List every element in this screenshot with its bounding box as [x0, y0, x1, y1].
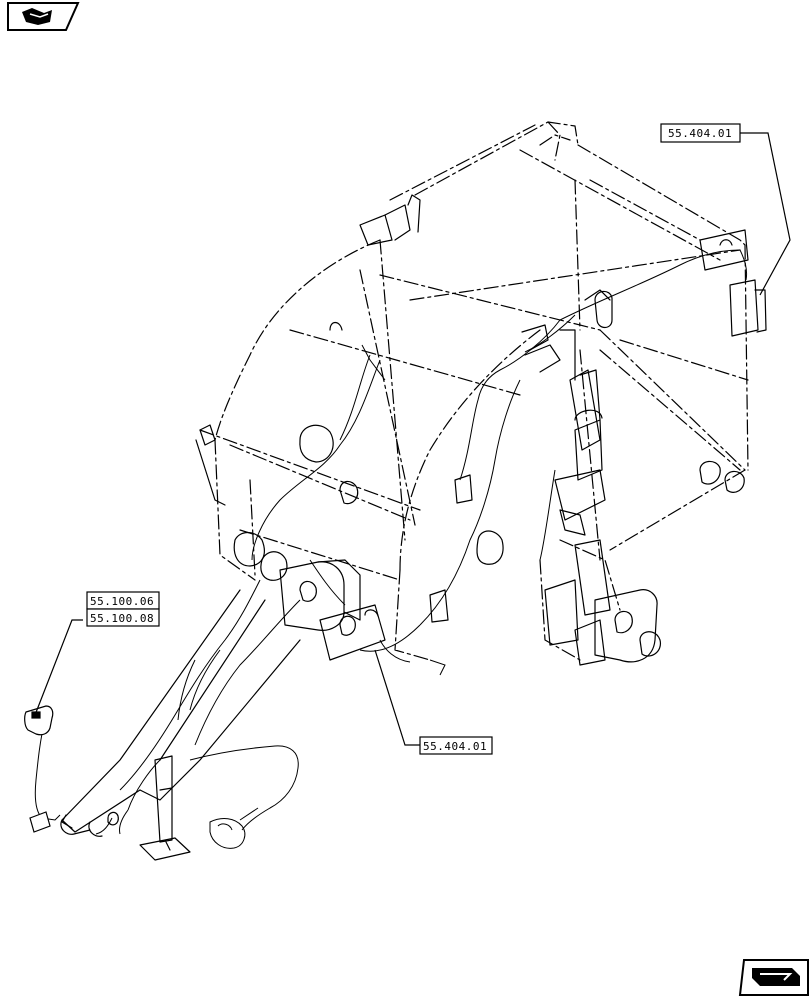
reference-box-left-upper[interactable]: 55.100.06	[86, 591, 160, 610]
remote-control-box	[24, 705, 54, 833]
reference-label: 55.100.08	[90, 612, 154, 625]
reference-box-top-right[interactable]: 55.404.01	[660, 123, 741, 143]
next-page-arrow-icon[interactable]	[738, 959, 809, 996]
baler-frame-drawing	[60, 121, 767, 861]
reference-leaders	[34, 132, 791, 746]
wiring-harness	[34, 249, 748, 849]
reference-box-center[interactable]: 55.404.01	[419, 736, 493, 755]
reference-box-left-lower[interactable]: 55.100.08	[86, 608, 160, 627]
reference-label: 55.100.06	[90, 595, 154, 608]
book-page-icon[interactable]	[7, 2, 80, 31]
reference-label: 55.404.01	[668, 127, 732, 140]
reference-label: 55.404.01	[423, 740, 487, 753]
